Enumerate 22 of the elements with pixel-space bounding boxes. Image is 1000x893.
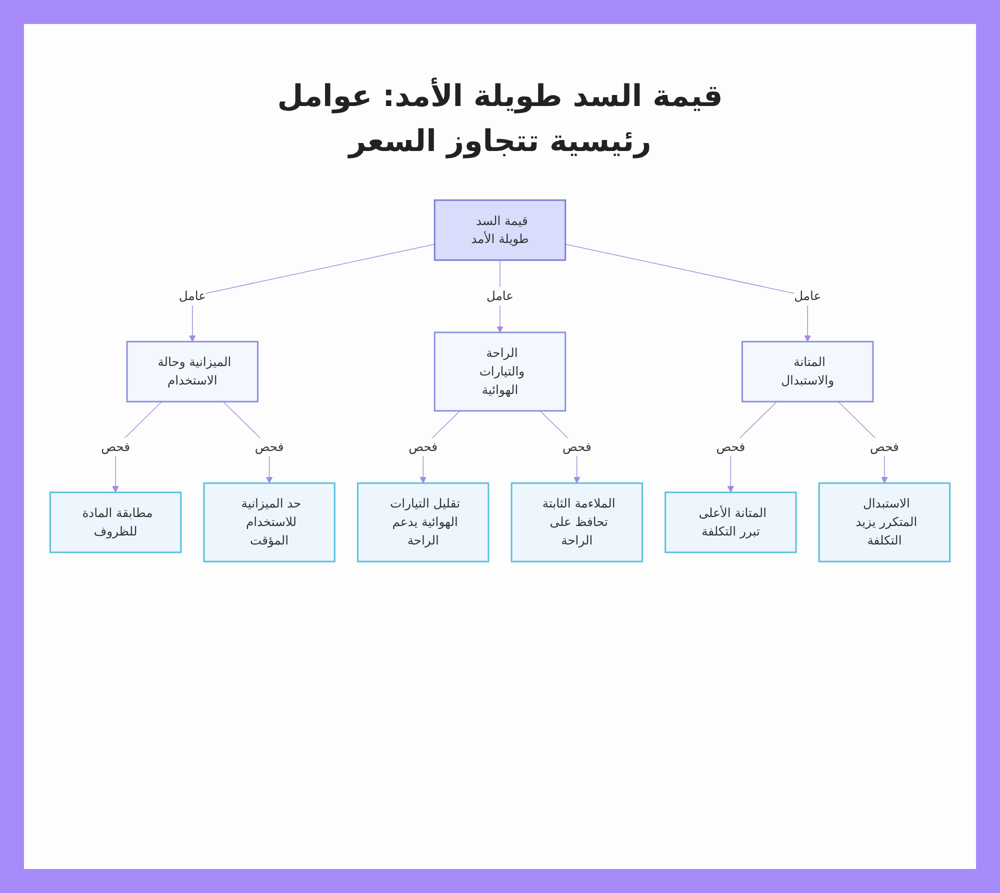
arrow	[564, 244, 811, 342]
edge-label: عامل	[794, 288, 822, 304]
node-box: الراحة والتيارات الهوائية	[434, 332, 566, 412]
node-box: المتانة الأعلى تبرر التكلفة	[664, 492, 797, 554]
edge-label: فحص	[254, 439, 284, 454]
edge-label: فحص	[408, 439, 438, 454]
node-box: قيمة السد طويلة الأمد	[434, 199, 566, 261]
node-box: الملاءمة الثابتة تحافظ على الراحة	[510, 482, 644, 562]
edge-label: فحص	[101, 439, 130, 454]
node-box: الميزانية وحالة الاستخدام	[126, 340, 259, 402]
node-box: الاستبدال المتكرر يزيد التكلفة	[818, 482, 951, 562]
node-box: مطابقة المادة للظروف	[49, 492, 182, 554]
diagram-title: قيمة السد طويلة الأمد: عوامل رئيسية تتجاوز السعر	[276, 76, 724, 161]
edge-label: فحص	[562, 439, 592, 454]
edge-label: فحص	[716, 439, 746, 454]
node-box: المتانة والاستبدال	[741, 340, 874, 402]
arrow	[189, 244, 436, 342]
edge-label: عامل	[486, 288, 514, 304]
node-box: تقليل التيارات الهوائية يدعم الراحة	[356, 482, 490, 562]
edge-label: فحص	[870, 439, 899, 454]
node-box: حد الميزانية للاستخدام المؤقت	[203, 482, 336, 562]
edge-label: عامل	[178, 288, 206, 304]
